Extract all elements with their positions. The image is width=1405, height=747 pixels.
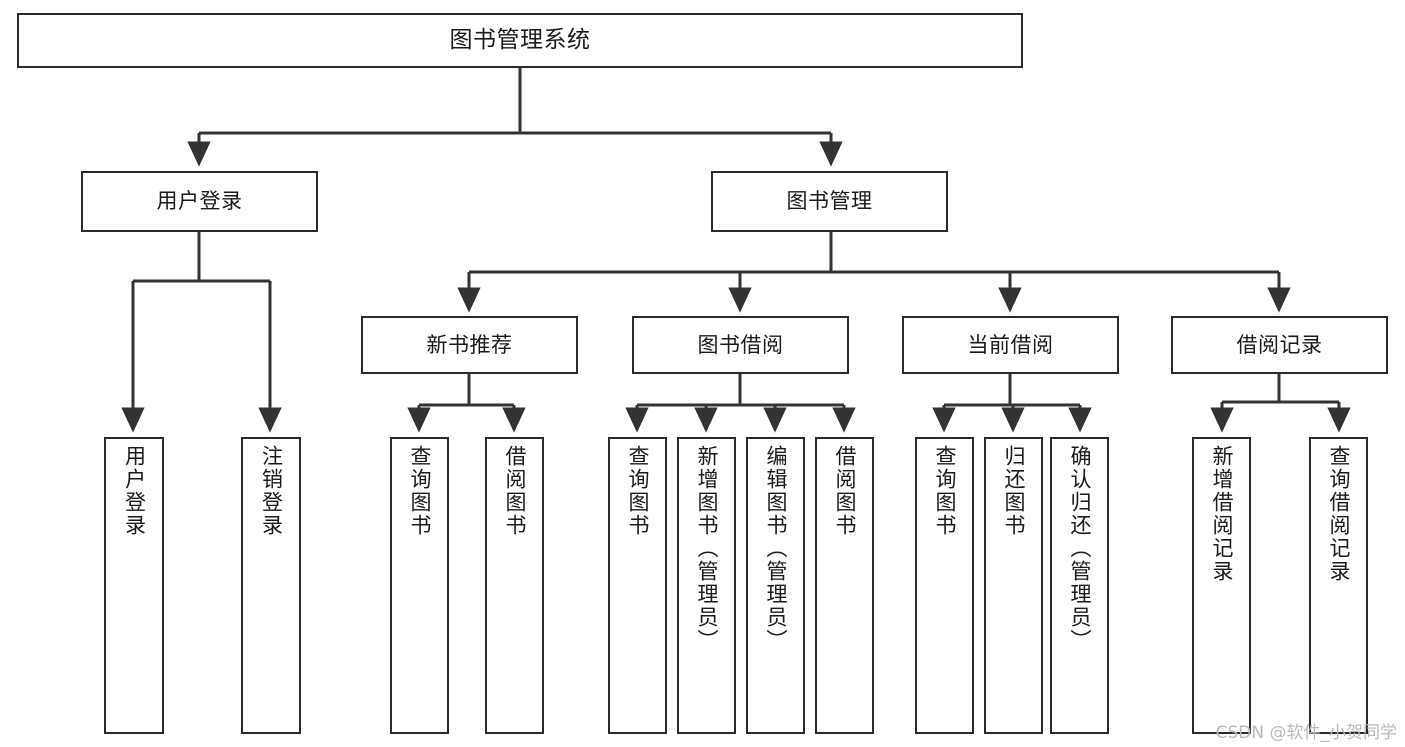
- leaf-borrow-book-2[interactable]: 借阅图书: [815, 437, 874, 734]
- node-current-borrow[interactable]: 当前借阅: [902, 316, 1119, 374]
- node-borrow-record[interactable]: 借阅记录: [1171, 316, 1388, 374]
- leaf-logout[interactable]: 注销登录: [241, 437, 301, 734]
- leaf-query-book-2[interactable]: 查询图书: [608, 437, 667, 734]
- leaf-query-record[interactable]: 查询借阅记录: [1309, 437, 1368, 734]
- leaf-borrow-book-2-label: 借阅图书: [833, 445, 857, 537]
- node-new-book-recommend[interactable]: 新书推荐: [361, 316, 578, 374]
- leaf-borrow-book-1[interactable]: 借阅图书: [485, 437, 544, 734]
- leaf-user-login[interactable]: 用户登录: [104, 437, 164, 734]
- node-current-borrow-label: 当前借阅: [967, 332, 1054, 357]
- leaf-query-book-2-label: 查询图书: [626, 445, 650, 537]
- node-root[interactable]: 图书管理系统: [17, 13, 1023, 68]
- leaf-query-record-label: 查询借阅记录: [1327, 445, 1351, 583]
- leaf-edit-book[interactable]: 编辑图书（管理员）: [746, 437, 805, 734]
- leaf-return-book[interactable]: 归还图书: [984, 437, 1043, 734]
- node-borrow-record-label: 借阅记录: [1236, 332, 1323, 357]
- leaf-return-book-label: 归还图书: [1002, 445, 1026, 537]
- node-book-manage-label: 图书管理: [786, 189, 873, 214]
- node-book-borrow[interactable]: 图书借阅: [632, 316, 849, 374]
- leaf-logout-label: 注销登录: [259, 445, 284, 537]
- leaf-confirm-return-label: 确认归还（管理员）: [1068, 445, 1092, 652]
- leaf-edit-book-label: 编辑图书（管理员）: [764, 445, 788, 652]
- leaf-add-record-label: 新增借阅记录: [1210, 445, 1234, 583]
- leaf-add-book-label: 新增图书（管理员）: [695, 445, 719, 652]
- node-book-borrow-label: 图书借阅: [697, 332, 784, 357]
- leaf-query-book-1-label: 查询图书: [408, 445, 432, 537]
- node-new-book-recommend-label: 新书推荐: [426, 332, 513, 357]
- leaf-query-book-1[interactable]: 查询图书: [390, 437, 449, 734]
- node-root-label: 图书管理系统: [449, 26, 591, 53]
- leaf-query-book-3-label: 查询图书: [933, 445, 957, 537]
- leaf-add-book[interactable]: 新增图书（管理员）: [677, 437, 736, 734]
- leaf-confirm-return[interactable]: 确认归还（管理员）: [1050, 437, 1109, 734]
- node-user-login-label: 用户登录: [156, 189, 243, 214]
- leaf-add-record[interactable]: 新增借阅记录: [1192, 437, 1251, 734]
- csdn-watermark: CSDN @软件_小贺同学: [1215, 723, 1397, 743]
- node-book-manage[interactable]: 图书管理: [711, 171, 948, 232]
- leaf-query-book-3[interactable]: 查询图书: [915, 437, 974, 734]
- node-user-login[interactable]: 用户登录: [81, 171, 318, 232]
- leaf-user-login-label: 用户登录: [122, 445, 147, 537]
- leaf-borrow-book-1-label: 借阅图书: [503, 445, 527, 537]
